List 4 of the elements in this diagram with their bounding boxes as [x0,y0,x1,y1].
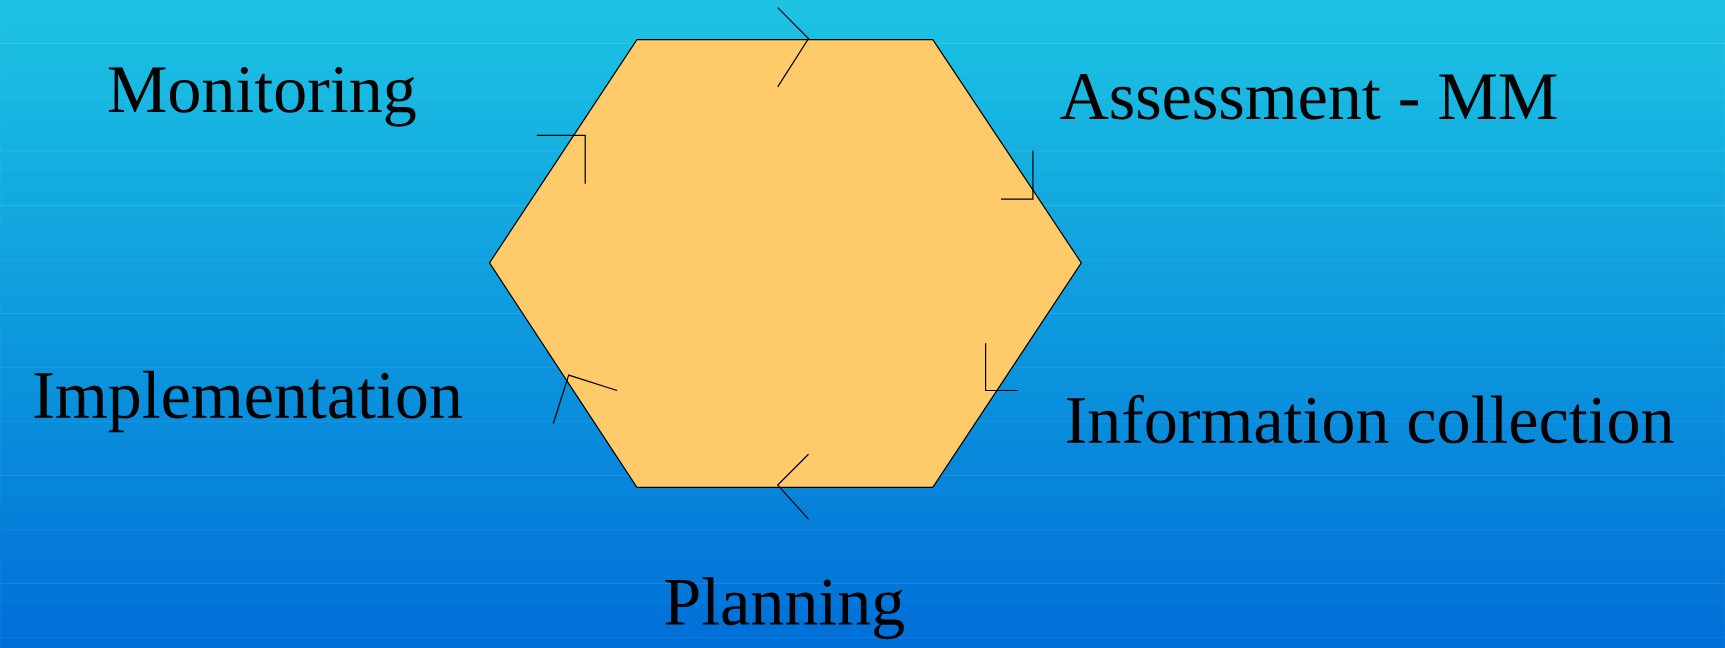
stage-label: Assessment - MM [1060,74,1557,120]
stage-label: Information collection [1067,394,1674,444]
stage-label: Planning [665,577,904,640]
stage-label: Monitoring [108,66,416,127]
